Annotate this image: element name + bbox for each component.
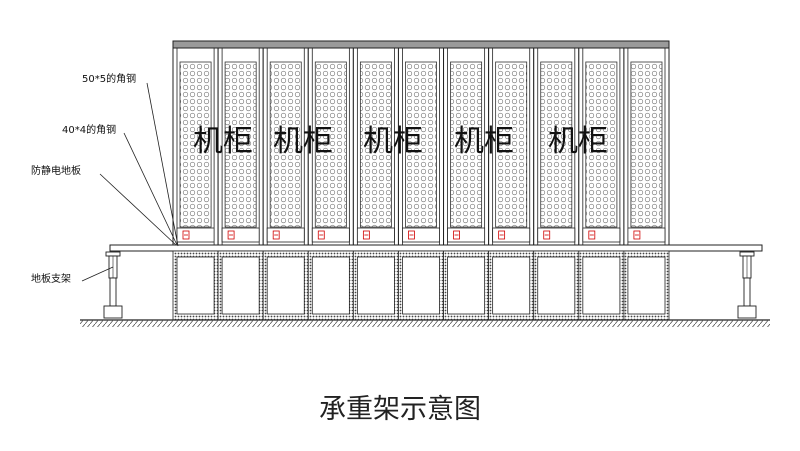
perforated-door bbox=[314, 61, 347, 228]
cabinet bbox=[488, 47, 535, 246]
top-rail bbox=[172, 40, 670, 49]
perforated-door bbox=[224, 61, 257, 228]
frame-bay bbox=[352, 250, 399, 321]
cabinet-marker bbox=[498, 230, 506, 240]
perforated-door bbox=[405, 61, 437, 228]
antistatic-floor-slab bbox=[109, 244, 763, 252]
frame-bay bbox=[262, 250, 309, 321]
cabinet-label: 机柜 bbox=[193, 124, 253, 159]
cabinet bbox=[217, 47, 264, 246]
callout-angle-steel-40: 40*4的角钢 bbox=[62, 123, 116, 136]
cabinet-marker bbox=[588, 230, 596, 240]
frame-bay bbox=[217, 250, 264, 321]
frame-bay bbox=[443, 250, 490, 321]
floor-support-right bbox=[737, 251, 757, 319]
perforated-door bbox=[540, 61, 573, 228]
cabinet-label: 机柜 bbox=[454, 124, 514, 159]
cabinet-label: 机柜 bbox=[548, 124, 608, 159]
cabinet-label: 机柜 bbox=[363, 124, 423, 159]
cabinet bbox=[578, 47, 625, 246]
cabinet-row bbox=[172, 47, 670, 246]
floor-support-left bbox=[103, 251, 123, 319]
perforated-door bbox=[630, 61, 663, 228]
cabinet-marker bbox=[543, 230, 551, 240]
perforated-door bbox=[495, 61, 528, 228]
frame-bay bbox=[488, 250, 535, 321]
cabinet-marker bbox=[317, 230, 325, 240]
perforated-door bbox=[269, 61, 302, 228]
diagram-caption: 承重架示意图 bbox=[319, 394, 481, 425]
cabinet bbox=[172, 47, 219, 246]
cabinet bbox=[262, 47, 309, 246]
callout-angle-steel-50: 50*5的角钢 bbox=[82, 72, 136, 85]
cabinet-marker bbox=[227, 230, 235, 240]
cabinet-marker bbox=[272, 230, 280, 240]
perforated-door bbox=[450, 61, 483, 228]
frame-bay bbox=[398, 250, 444, 321]
ground bbox=[80, 319, 770, 327]
cabinet-marker bbox=[362, 230, 370, 240]
perforated-door bbox=[359, 61, 392, 228]
cabinet-marker bbox=[633, 230, 641, 240]
cabinet bbox=[533, 47, 580, 246]
cabinet-label: 机柜 bbox=[273, 124, 333, 159]
cabinet-marker bbox=[408, 230, 415, 240]
cabinet-marker bbox=[453, 230, 460, 240]
perforated-door bbox=[585, 61, 618, 228]
frame-bay bbox=[623, 250, 670, 321]
frame-bay bbox=[533, 250, 580, 321]
frame-bay bbox=[307, 250, 354, 321]
perforated-door bbox=[179, 61, 212, 228]
frame-bay bbox=[578, 250, 625, 321]
load-bearing-frame bbox=[172, 250, 670, 321]
leader-lines bbox=[81, 82, 179, 282]
cabinet bbox=[307, 47, 354, 246]
cabinet bbox=[443, 47, 490, 246]
frame-bay bbox=[172, 250, 219, 321]
cabinet-marker bbox=[182, 230, 190, 240]
cabinet bbox=[623, 47, 670, 246]
callout-antistatic-floor: 防静电地板 bbox=[31, 164, 81, 177]
callout-floor-support: 地板支架 bbox=[31, 272, 71, 285]
cabinet bbox=[352, 47, 399, 246]
